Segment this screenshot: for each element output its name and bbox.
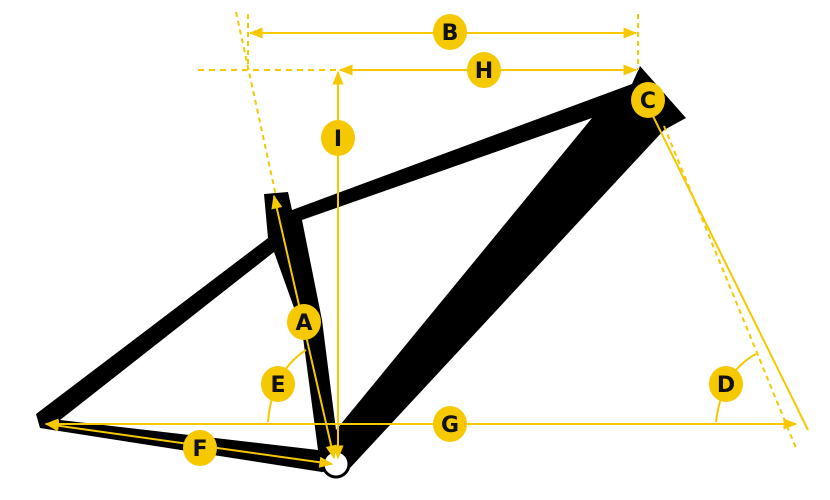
label-i: I — [334, 127, 342, 152]
badge-b: B — [433, 14, 467, 50]
badge-i: I — [321, 120, 355, 156]
label-f: F — [192, 437, 207, 462]
label-d: D — [717, 373, 735, 398]
badge-f: F — [183, 430, 217, 466]
frame — [36, 66, 686, 479]
label-b: B — [442, 21, 459, 46]
frame-body — [36, 66, 686, 472]
head-tube-dashed-line — [663, 125, 797, 449]
label-g: G — [441, 413, 459, 438]
badge-a: A — [287, 304, 321, 340]
badge-c: C — [631, 82, 665, 118]
head-tube-axis-line — [649, 109, 809, 431]
badge-h: H — [467, 52, 501, 88]
seat-tube-dashed-line — [235, 11, 277, 197]
label-c: C — [640, 89, 656, 114]
label-h: H — [475, 59, 493, 84]
badge-e: E — [261, 366, 295, 402]
badge-g: G — [433, 406, 467, 442]
geometry-lines — [44, 11, 809, 468]
badge-d: D — [709, 366, 743, 402]
label-a: A — [295, 311, 312, 336]
label-e: E — [270, 373, 285, 398]
